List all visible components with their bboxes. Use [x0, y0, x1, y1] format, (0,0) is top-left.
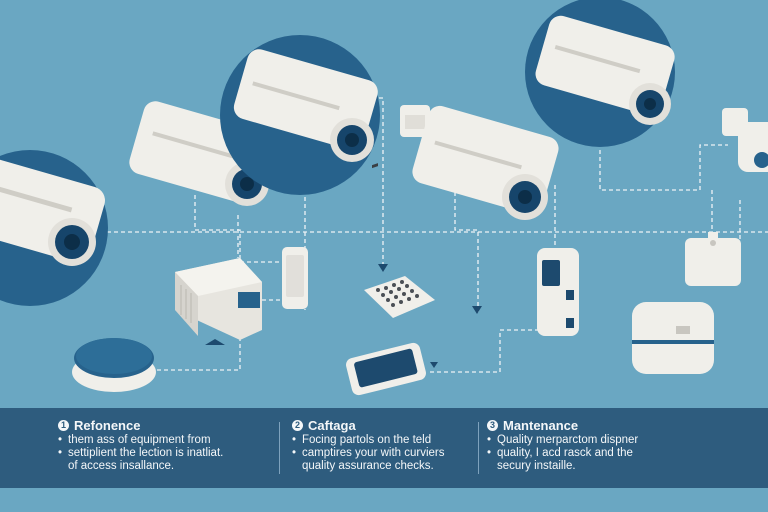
keypad-icon: [364, 163, 435, 318]
legend-line: them ass of equipment from: [58, 434, 298, 447]
smart-hub-icon: [685, 232, 741, 286]
smart-hub-icon: [632, 302, 714, 374]
camera-zoom-circle-left: [0, 150, 108, 306]
bottom-strip: [0, 488, 768, 512]
legend-title: Refonence: [74, 417, 141, 433]
legend-line: settiplient the lection is inatliat.: [58, 447, 298, 460]
legend-item-maintenance: 3 Mantenance Quality merparctom dispner …: [487, 416, 727, 482]
security-devices-diagram: [0, 0, 768, 396]
smartphone-icon: [282, 247, 308, 309]
legend-line: camptires your with curviers: [292, 447, 532, 460]
camera-zoom-circle-right: [525, 0, 675, 147]
legend-line: Quality merparctom dispner: [487, 434, 727, 447]
wall-mount-icon: [400, 105, 430, 137]
legend-line: secury instaille.: [497, 460, 576, 472]
legend-number-badge: 1: [58, 419, 69, 431]
round-sensor-puck: [72, 338, 156, 392]
legend-line: quality, I acd rasck and the: [487, 447, 727, 460]
legend-number-badge: 2: [292, 419, 303, 431]
wall-mount-icon: [722, 108, 768, 172]
legend-number-badge: 3: [487, 419, 498, 431]
legend-title: Caftaga: [308, 417, 356, 433]
access-panel-icon: [175, 258, 262, 345]
motion-sensor-icon: [472, 248, 579, 336]
cctv-camera-icon: [412, 105, 559, 220]
legend-item-reference: 1 Refonence them ass of equipment from s…: [58, 416, 298, 482]
legend-title: Mantenance: [503, 417, 579, 433]
legend-line: of access insallance.: [68, 460, 175, 472]
legend-panel: 1 Refonence them ass of equipment from s…: [0, 408, 768, 488]
legend-item-caftaga: 2 Caftaga Focing partols on the teld cam…: [292, 416, 532, 482]
smartphone-icon: [346, 342, 438, 396]
camera-zoom-circle-center: [220, 35, 380, 195]
legend-line: quality assurance checks.: [302, 460, 434, 472]
legend-line: Focing partols on the teld: [292, 434, 532, 447]
